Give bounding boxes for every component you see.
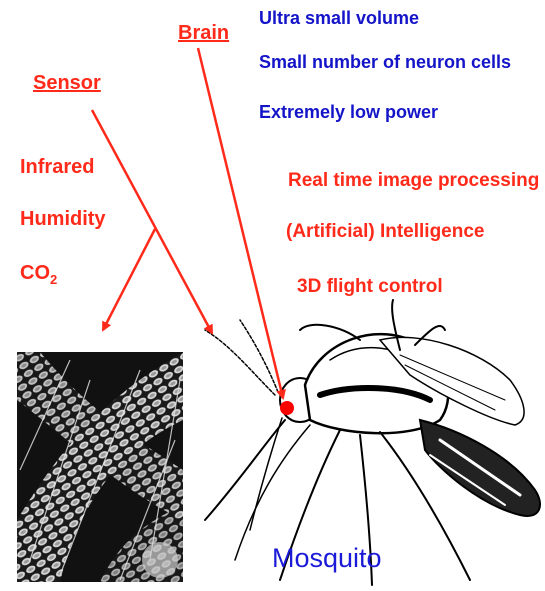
- sensor-label: Sensor: [33, 72, 101, 95]
- sensor-arrow-right: [92, 110, 212, 333]
- mosquito-caption: Mosquito: [272, 543, 382, 574]
- brain-feature-neurons: Small number of neuron cells: [259, 52, 511, 73]
- brain-arrow: [198, 48, 283, 398]
- sensor-type-co2: CO2: [20, 262, 57, 287]
- sensor-type-infrared: Infrared: [20, 156, 94, 179]
- brain-label: Brain: [178, 22, 229, 45]
- brain-location-marker: [280, 401, 294, 415]
- capability-image-processing: Real time image processing: [288, 170, 539, 192]
- antenna-micrograph: [17, 352, 183, 582]
- brain-feature-power: Extremely low power: [259, 102, 438, 123]
- capability-flight-control: 3D flight control: [297, 276, 443, 298]
- capability-intelligence: (Artificial) Intelligence: [286, 221, 484, 243]
- sensor-arrow-left: [103, 229, 155, 330]
- brain-feature-volume: Ultra small volume: [259, 8, 419, 29]
- sensor-type-humidity: Humidity: [20, 208, 106, 231]
